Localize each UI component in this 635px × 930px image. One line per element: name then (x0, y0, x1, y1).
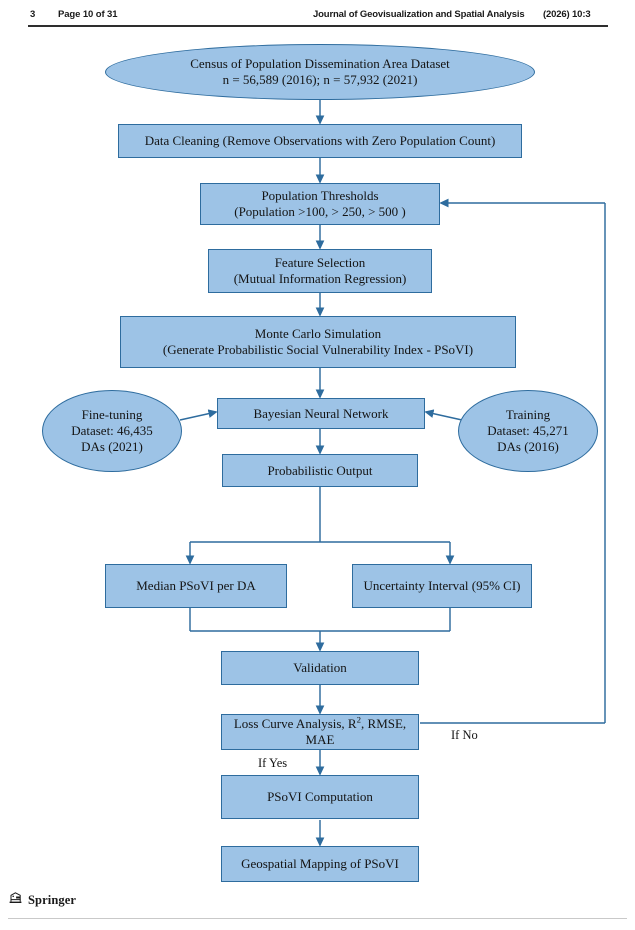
node-loss-curve-superscript: 2 (356, 714, 362, 725)
node-loss-curve-line1-pre: Loss Curve Analysis, R (233, 716, 357, 732)
page-footer: Springer (0, 888, 635, 930)
node-loss-curve-line1-post: , RMSE, (361, 716, 407, 732)
page-indicator: Page 10 of 31 (58, 9, 118, 20)
node-population-thresholds-line1: Population Thresholds (261, 188, 379, 204)
node-fine-tuning-line1: Fine-tuning (81, 407, 143, 423)
edge-label-if-yes: If Yes (258, 756, 288, 770)
node-feature-selection-line1: Feature Selection (274, 255, 366, 271)
node-uncertainty-interval-label: Uncertainty Interval (95% CI) (363, 578, 521, 594)
node-bayesian-neural-network-label: Bayesian Neural Network (253, 405, 389, 421)
edge-label-if-no: If No (451, 728, 478, 742)
node-probabilistic-output[interactable]: Probabilistic Output (222, 454, 418, 487)
node-psovi-computation-label: PSoVI Computation (267, 789, 373, 805)
journal-title: Journal of Geovisualization and Spatial … (313, 9, 525, 20)
node-census-dataset-line2: n = 56,589 (2016); n = 57,932 (2021) (222, 72, 418, 87)
node-fine-tuning-line2: Dataset: 46,435 (71, 423, 153, 439)
node-monte-carlo-simulation[interactable]: Monte Carlo Simulation (Generate Probabi… (120, 316, 516, 368)
node-validation[interactable]: Validation (221, 651, 419, 685)
methodology-flowchart: Census of Population Dissemination Area … (0, 30, 635, 890)
node-psovi-computation[interactable]: PSoVI Computation (221, 775, 419, 819)
node-probabilistic-output-label: Probabilistic Output (267, 462, 373, 478)
node-data-cleaning[interactable]: Data Cleaning (Remove Observations with … (118, 124, 522, 158)
node-training-line2: Dataset: 45,271 (487, 423, 569, 439)
node-feature-selection[interactable]: Feature Selection (Mutual Information Re… (208, 249, 432, 293)
node-feature-selection-line2: (Mutual Information Regression) (233, 271, 407, 286)
node-median-psovi[interactable]: Median PSoVI per DA (105, 564, 287, 608)
node-population-thresholds-line2: (Population >100, > 250, > 500 ) (234, 204, 406, 219)
flowchart-connectors (179, 100, 606, 847)
node-training-line3: DAs (2016) (497, 438, 559, 454)
node-fine-tuning-line3: DAs (2021) (81, 438, 143, 454)
springer-wordmark: Springer (28, 893, 77, 907)
node-training-line1: Training (505, 407, 551, 423)
node-data-cleaning-label: Data Cleaning (Remove Observations with … (144, 133, 496, 149)
node-median-psovi-label: Median PSoVI per DA (136, 578, 256, 594)
node-population-thresholds[interactable]: Population Thresholds (Population >100, … (200, 183, 440, 225)
node-loss-curve-analysis[interactable]: Loss Curve Analysis, R2, RMSE, MAE (221, 714, 419, 750)
footer-divider (8, 918, 627, 919)
node-validation-label: Validation (293, 660, 347, 676)
node-census-dataset-line1: Census of Population Dissemination Area … (190, 56, 450, 72)
folio-number: 3 (30, 9, 36, 20)
node-loss-curve-line2: MAE (305, 732, 335, 747)
springer-branding: Springer (8, 892, 76, 909)
springer-knight-logo-icon (9, 892, 22, 903)
header-divider (28, 25, 608, 27)
node-census-dataset[interactable]: Census of Population Dissemination Area … (105, 44, 535, 100)
node-monte-carlo-line2: (Generate Probabilistic Social Vulnerabi… (162, 342, 474, 357)
node-geospatial-mapping-label: Geospatial Mapping of PSoVI (241, 856, 399, 872)
node-monte-carlo-line1: Monte Carlo Simulation (254, 326, 382, 342)
node-geospatial-mapping[interactable]: Geospatial Mapping of PSoVI (221, 846, 419, 882)
page-running-head: 3 Page 10 of 31 Journal of Geovisualizat… (0, 0, 635, 30)
issue-citation: (2026) 10:3 (543, 9, 591, 20)
node-bayesian-neural-network[interactable]: Bayesian Neural Network (217, 398, 425, 429)
node-training-dataset[interactable]: Training Dataset: 45,271 DAs (2016) (458, 390, 598, 472)
node-fine-tuning-dataset[interactable]: Fine-tuning Dataset: 46,435 DAs (2021) (42, 390, 182, 472)
node-uncertainty-interval[interactable]: Uncertainty Interval (95% CI) (352, 564, 532, 608)
